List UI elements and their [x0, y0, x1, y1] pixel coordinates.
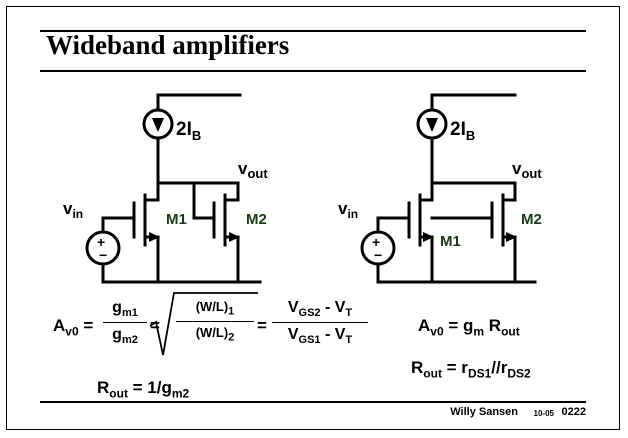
- left-input-label: vin: [63, 199, 83, 221]
- title-top-rule: [40, 30, 586, 32]
- footer-author: Willy Sansen: [450, 406, 518, 418]
- right-circuit-arrows: [423, 118, 517, 242]
- slide-frame: [6, 6, 620, 430]
- footer-date: 10-05: [533, 409, 554, 418]
- left-circuit-wires: [85, 93, 262, 284]
- fraction-vgs: VGS2 - VT VGS1 - VT: [272, 299, 368, 346]
- av0-left-lhs: Av0 =: [53, 316, 94, 339]
- slide-title: Wideband amplifiers: [46, 30, 290, 60]
- left-source-signs: + −: [97, 234, 107, 263]
- fraction-vgs-den: VGS1 - VT: [287, 326, 353, 347]
- fraction-wl-bar: [176, 320, 254, 322]
- right-m2-label: M2: [521, 211, 542, 228]
- left-m2-label: M2: [246, 211, 267, 228]
- svg-text:−: −: [374, 247, 382, 263]
- svg-text:−: −: [99, 247, 107, 263]
- fraction-vgs-num: VGS2 - VT: [287, 299, 353, 320]
- right-source-signs: + −: [372, 234, 382, 263]
- current-source-arrow-icon: [152, 118, 164, 132]
- right-current-source-label: 2IB: [450, 119, 475, 143]
- current-source-arrow-icon: [426, 118, 438, 132]
- av0-right-equation: Av0 = gm Rout: [418, 316, 520, 339]
- fraction-wl-den: (W/L)2: [195, 324, 235, 344]
- fraction-gm-num: gm1: [112, 299, 138, 320]
- rout-left-equation: Rout = 1/gm2: [97, 378, 190, 401]
- right-input-label: vin: [338, 199, 358, 221]
- rout-right-equation: Rout = rDS1//rDS2: [411, 358, 531, 381]
- fraction-wl: (W/L)1 (W/L)2: [176, 299, 254, 343]
- left-circuit-arrows: [149, 118, 240, 242]
- title-bottom-rule: [40, 70, 586, 72]
- fraction-gm-den: gm2: [112, 326, 138, 347]
- right-output-label: vout: [512, 159, 542, 181]
- left-m1-label: M1: [166, 211, 187, 228]
- fraction-vgs-bar: [272, 322, 368, 324]
- equals-sign-1: =: [150, 316, 160, 335]
- fraction-gm: gm1 gm2: [103, 299, 147, 346]
- svg-text:+: +: [372, 234, 380, 250]
- slide-number: 0222: [561, 406, 586, 418]
- footer-rule: [40, 401, 586, 403]
- sqrt-sign: [149, 292, 258, 356]
- right-circuit-wires: [360, 93, 537, 284]
- fraction-wl-num: (W/L)1: [195, 299, 235, 318]
- left-current-source-label: 2IB: [176, 119, 201, 143]
- svg-text:+: +: [97, 234, 105, 250]
- equals-sign-2: =: [257, 316, 267, 335]
- left-output-label: vout: [238, 159, 268, 181]
- fraction-gm-bar: [103, 322, 147, 324]
- right-m1-label: M1: [440, 233, 461, 250]
